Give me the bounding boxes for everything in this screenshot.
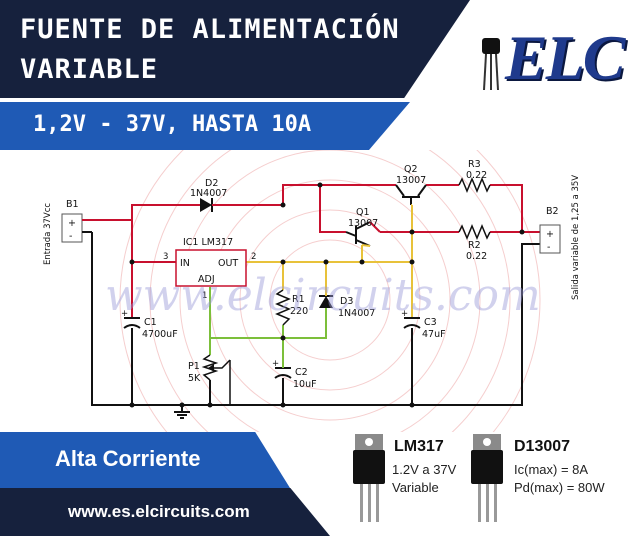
part-d13007-name: D13007 (514, 438, 571, 455)
c2-value: 10uF (293, 379, 317, 390)
ic1-pin3: 3 (163, 252, 168, 262)
feature-label: Alta Corriente (55, 446, 201, 471)
ic1-pin1: 1 (202, 291, 207, 301)
q2-ref: Q2 (404, 164, 418, 175)
footer-banner: www.es.elcircuits.com (0, 488, 330, 536)
part-d13007-line2: Pd(max) = 80W (514, 480, 605, 495)
to220-package-icon (353, 434, 385, 522)
title-line-1: FUENTE DE ALIMENTACIÓN (20, 14, 400, 45)
d2-diode (190, 198, 222, 212)
ic1-in: IN (180, 258, 190, 269)
d2-ref: D2 (205, 178, 218, 189)
b1-minus: - (69, 231, 72, 242)
part-lm317-line1: 1.2V a 37V (392, 462, 457, 477)
p1-value: 5K (188, 373, 201, 384)
b1-label: B1 (66, 199, 79, 210)
c3-value: 47uF (422, 329, 446, 340)
r1-value: 220 (290, 306, 308, 317)
d3-value: 1N4007 (338, 308, 375, 319)
part-lm317-line2: Variable (392, 480, 439, 495)
b1-plus: + (68, 218, 76, 229)
subtitle: 1,2V - 37V, HASTA 10A (33, 112, 312, 137)
r3-value: 0.22 (466, 170, 487, 181)
c3-capacitor: + (401, 309, 421, 329)
r2-value: 0.22 (466, 251, 487, 262)
b2-plus: + (546, 229, 554, 240)
ic1-pin2: 2 (251, 252, 256, 262)
brand-logo: ELC (505, 22, 625, 93)
d2-value: 1N4007 (190, 188, 227, 199)
p1-potentiometer (201, 354, 231, 405)
b1-connector (61, 213, 83, 243)
website-url: www.es.elcircuits.com (68, 502, 250, 521)
transistor-icon (482, 38, 500, 91)
circuit-schematic: B1 + - Entrada 37Vcc B2 + - Salida varia… (43, 150, 581, 432)
part-lm317-name: LM317 (394, 438, 444, 455)
to220-package-icon (471, 434, 503, 522)
b2-label: B2 (546, 206, 559, 217)
background-pattern (119, 150, 541, 432)
output-label: Salida variable de 1,25 a 35V (571, 175, 581, 300)
b2-connector (539, 224, 561, 254)
d3-ref: D3 (340, 296, 353, 307)
ic1-lm317 (175, 249, 247, 287)
svg-text:+: + (272, 359, 279, 369)
c1-value: 4700uF (142, 329, 178, 340)
ic1-ref: IC1 LM317 (183, 237, 233, 248)
svg-text:+: + (401, 309, 408, 319)
p1-ref: P1 (188, 361, 200, 372)
title-banner: FUENTE DE ALIMENTACIÓN VARIABLE (0, 0, 470, 98)
d3-diode (319, 288, 333, 315)
input-label: Entrada 37Vcc (43, 203, 53, 265)
c1-ref: C1 (144, 317, 157, 328)
r1-resistor (275, 289, 291, 326)
ic1-out: OUT (218, 258, 238, 269)
c2-capacitor: + (272, 359, 292, 379)
part-d13007-line1: Ic(max) = 8A (514, 462, 589, 477)
q1-ref: Q1 (356, 207, 370, 218)
r3-ref: R3 (468, 159, 481, 170)
watermark: www.elcircuits.com (105, 270, 541, 321)
q1-transistor (345, 221, 381, 247)
r3-resistor (458, 177, 491, 193)
svg-text:+: + (121, 309, 128, 319)
feature-banner: Alta Corriente (0, 432, 290, 488)
q1-value: 13007 (348, 218, 378, 229)
q2-value: 13007 (396, 175, 426, 186)
r2-ref: R2 (468, 240, 481, 251)
r1-ref: R1 (292, 294, 305, 305)
ic1-adj: ADJ (198, 274, 215, 285)
b2-minus: - (547, 242, 550, 253)
q2-transistor (395, 184, 427, 206)
c2-ref: C2 (295, 367, 308, 378)
r2-resistor (458, 224, 491, 240)
title-line-2: VARIABLE (20, 54, 159, 85)
subtitle-banner: 1,2V - 37V, HASTA 10A (0, 102, 410, 150)
c3-ref: C3 (424, 317, 437, 328)
c1-capacitor: + (121, 309, 141, 329)
